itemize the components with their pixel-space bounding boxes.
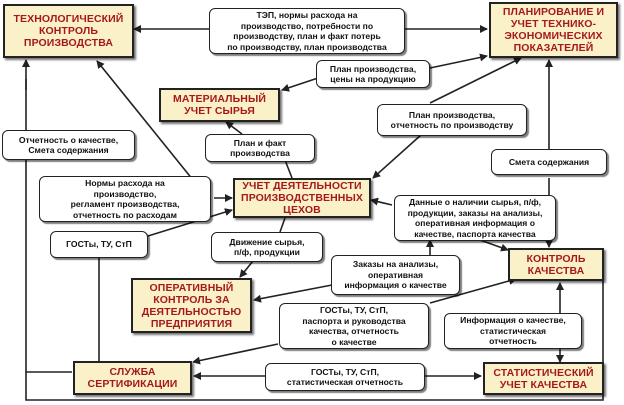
label-materials-data: Данные о наличии сырья, п/ф, продукции, …: [394, 195, 556, 241]
edge-l12-cert: [192, 343, 279, 365]
label-consumption-norms: Нормы расхода на производство, регламент…: [39, 176, 211, 222]
label-standards-passports: ГОСТы, ТУ, СтП, паспорта и руководства к…: [279, 303, 429, 349]
edge-l8-qc: [479, 239, 509, 252]
label-budget: Смета содержания: [491, 149, 607, 175]
edge-l12-qc: [429, 277, 517, 304]
edge-l11-oper: [253, 284, 333, 303]
edge-bottom-frame: [25, 372, 578, 401]
edge-l4-shops: [284, 159, 293, 179]
node-stat-quality: Статистический учет качества: [483, 362, 604, 395]
edge-l8-shops: [370, 197, 393, 206]
edge-l10-oper: [239, 260, 254, 278]
node-operational-control: Оперативный контроль за деятельностью пр…: [131, 278, 252, 333]
edge-l3-shops: [372, 134, 422, 179]
edge-l5-tech: [25, 79, 72, 373]
edge-l2-mat: [281, 77, 319, 92]
edge-qc-rail: [578, 278, 604, 401]
label-plan-prices: План производства, цены на продукцию: [316, 60, 430, 88]
label-quality-info-stats: Информация о качестве, статистическая от…: [444, 313, 582, 349]
label-analysis-orders: Заказы на анализы, оперативная информаци…: [331, 255, 460, 295]
label-tep-norms: ТЭП, нормы расхода на производство, потр…: [209, 8, 405, 54]
node-tech-control: Технологический контроль производства: [3, 4, 134, 58]
label-standards-stats: ГОСТы, ТУ, СтП, статистическая отчетност…: [265, 363, 425, 391]
node-material-accounting: Материальный учет сырья: [159, 88, 280, 122]
label-quality-report-budget: Отчетность о качестве, Смета содержания: [2, 130, 135, 160]
node-quality-control: Контроль качества: [508, 248, 604, 281]
node-planning-tep: Планирование и учет технико- экономическ…: [489, 2, 618, 58]
edge-shops-tech: [96, 60, 194, 181]
edge-l2-plan: [429, 53, 488, 69]
label-materials-movement: Движение сырья, п/ф, продукции: [211, 232, 323, 262]
label-plan-fact: План и факт производства: [205, 134, 315, 162]
edge-l4-mat: [225, 121, 243, 135]
edge-l10-shops: [279, 217, 286, 233]
node-certification: Служба сертификации: [73, 361, 192, 395]
label-standards: ГОСТы, ТУ, СтП: [50, 231, 148, 258]
edge-l3-plan: [429, 57, 522, 104]
label-plan-reporting: План производства, отчетность по произво…: [377, 104, 527, 136]
node-shops-accounting: Учет деятельности производственных цехов: [233, 178, 371, 218]
edge-l9-shops: [147, 208, 233, 237]
